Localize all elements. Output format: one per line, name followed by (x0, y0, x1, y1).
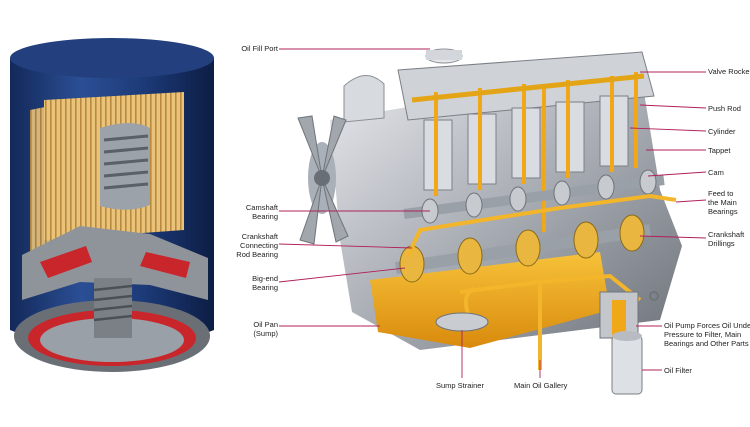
leader-cylinder (629, 127, 707, 132)
label-big-end-bearing: Big-end Bearing (252, 274, 278, 292)
oil-filter-cutaway-illustration (10, 38, 214, 372)
fan-icon (297, 115, 349, 245)
label-oil-fill-port: Oil Fill Port (241, 44, 278, 53)
label-valve-rocker: Valve Rocker (708, 67, 750, 76)
label-tappet: Tappet (708, 146, 731, 155)
label-cylinder: Cylinder (708, 127, 736, 136)
label-cam: Cam (708, 168, 724, 177)
label-sump-strainer: Sump Strainer (436, 381, 484, 390)
label-oil-pan: Oil Pan (Sump) (253, 320, 278, 338)
label-main-oil-gallery: Main Oil Gallery (514, 381, 568, 390)
engine-cutaway-illustration (297, 48, 682, 395)
label-oil-filter: Oil Filter (664, 366, 692, 375)
leader-lines (278, 48, 707, 378)
label-feed-main-bearings: Feed to the Main Bearings (708, 189, 738, 216)
leader-cam (647, 171, 707, 177)
leader-push-rod (639, 104, 707, 109)
leader-crankshaft-drillings (639, 235, 707, 239)
label-camshaft-bearing: Camshaft Bearing (245, 203, 278, 221)
label-oil-pump: Oil Pump Forces Oil Under Pressure to Fi… (664, 321, 750, 348)
label-crankshaft-rod-bearing: Crankshaft Connecting Rod Bearing (236, 232, 278, 259)
leader-big-end-bearing (278, 267, 406, 283)
leader-feed-main-bearings (675, 199, 707, 203)
label-crankshaft-drillings: Crankshaft Drillings (708, 230, 745, 248)
label-push-rod: Push Rod (708, 104, 741, 113)
leader-crankshaft-rod-bearing (278, 243, 413, 249)
